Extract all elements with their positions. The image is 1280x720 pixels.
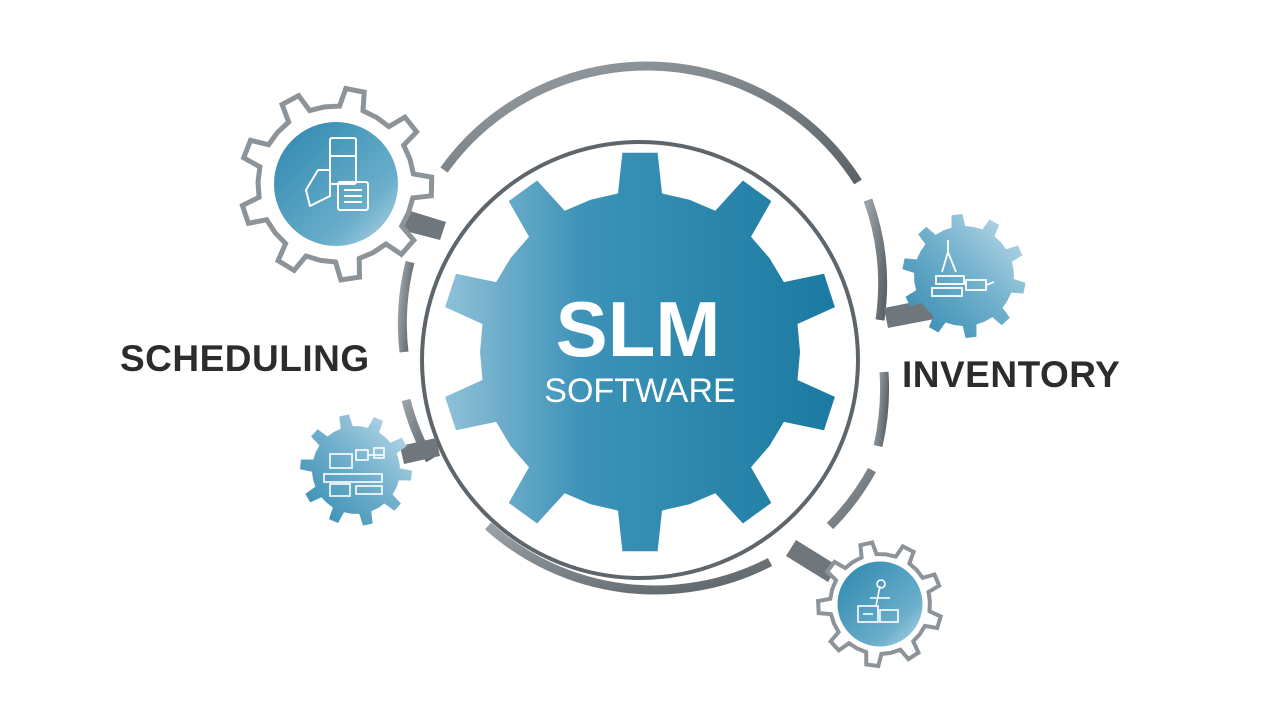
satellite-gear-bottom-left [300, 414, 412, 526]
satellite-gear-top-right [902, 214, 1026, 338]
robot-arm-conveyor-icon [931, 240, 995, 297]
scheduling-label: SCHEDULING [120, 338, 370, 379]
assembly-line-icon [323, 447, 385, 497]
center-title: SLM [556, 285, 721, 373]
gear-body [300, 414, 412, 526]
satellite-gear-top-left [239, 85, 435, 283]
center-gear [445, 152, 835, 552]
satellite-gear-bottom-right [816, 540, 944, 669]
inventory-label: INVENTORY [902, 354, 1121, 395]
tablet-checklist-icon [305, 137, 369, 211]
gear-body [834, 558, 926, 650]
center-subtitle: SOFTWARE [544, 372, 735, 410]
inner-ring [420, 140, 860, 580]
factory-equipment-icon [857, 579, 899, 623]
